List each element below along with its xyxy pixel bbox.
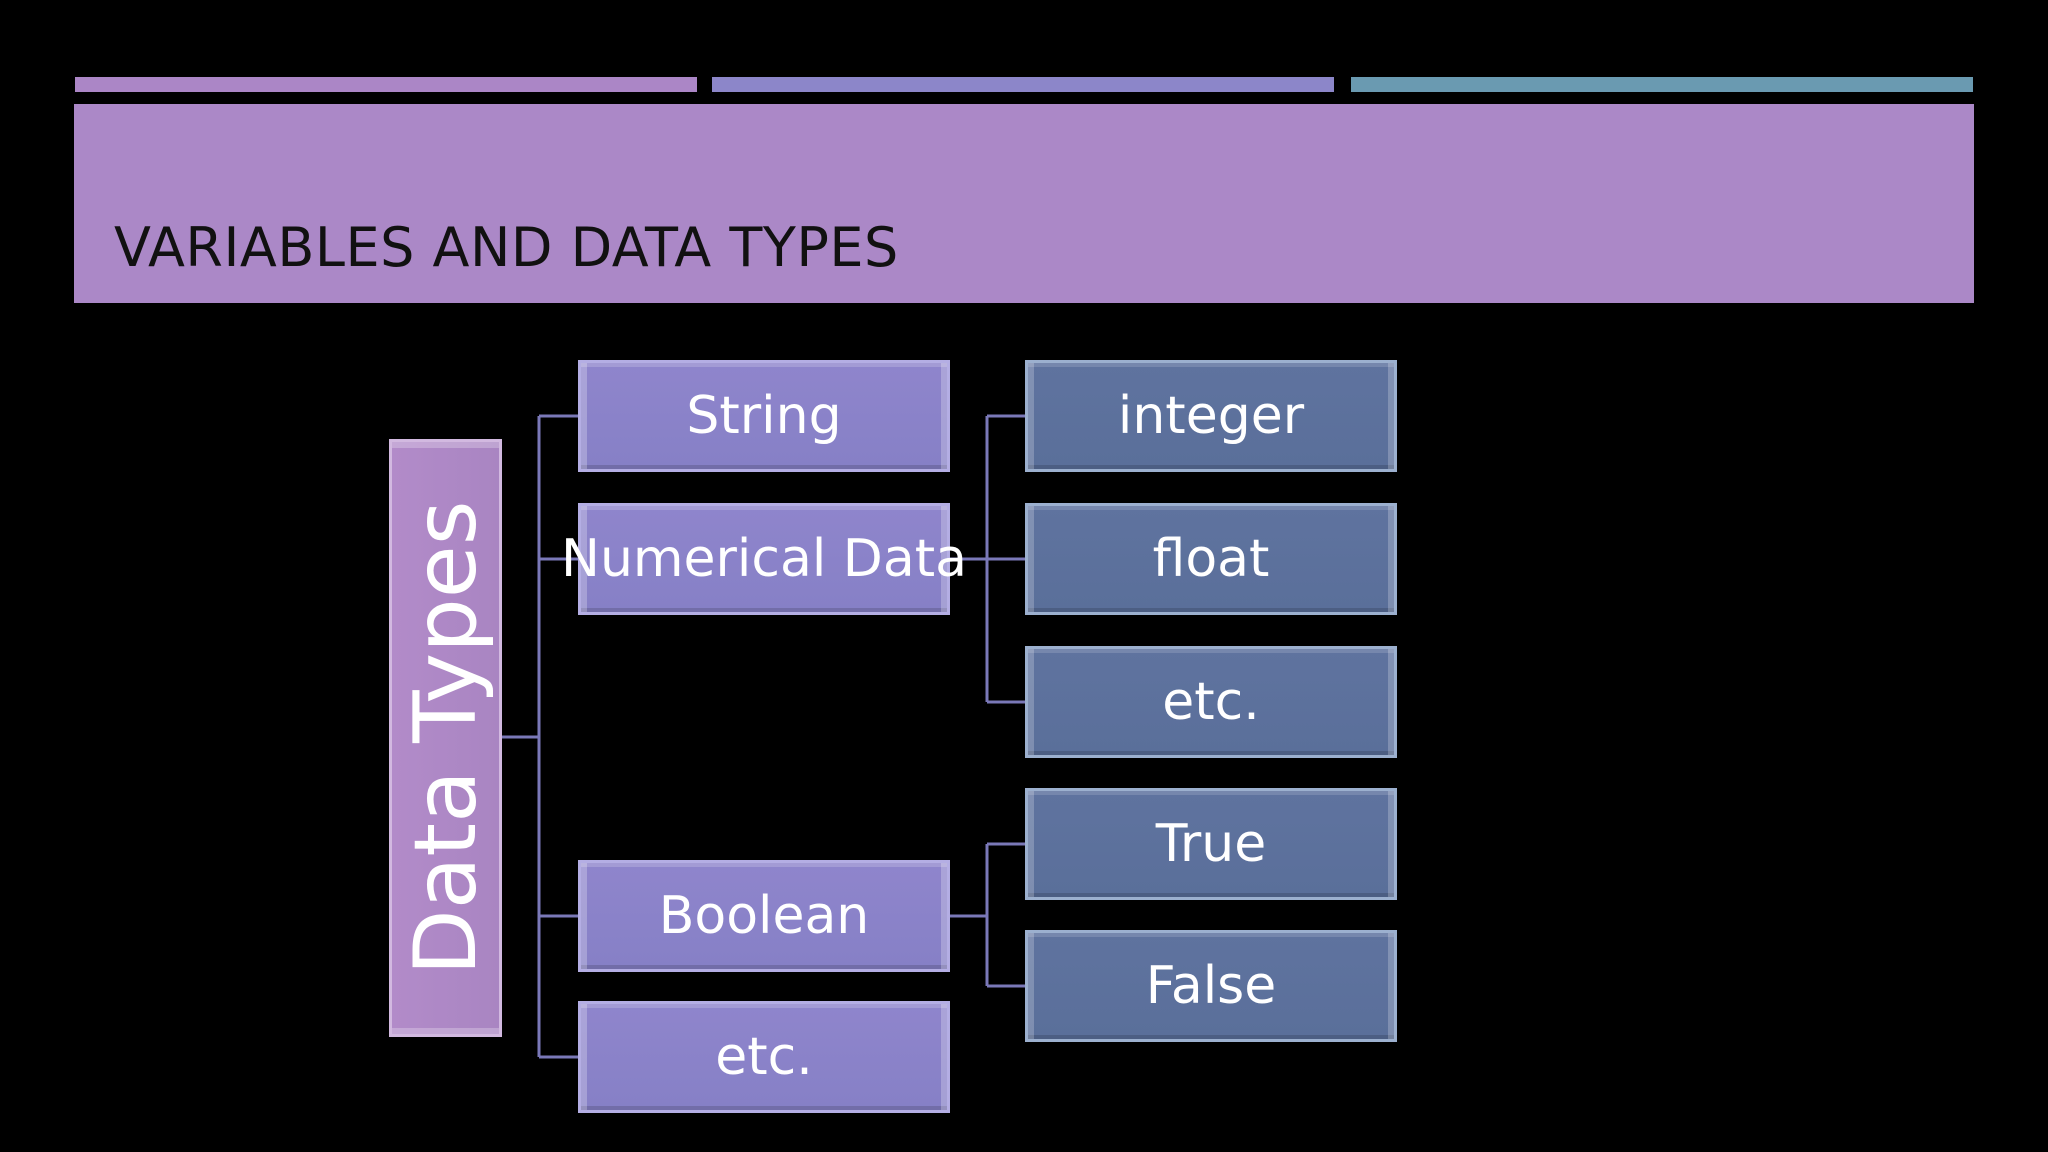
node-numerical-data: Numerical Data <box>561 503 967 615</box>
node-etc: etc. <box>578 1001 950 1113</box>
title-band: VARIABLES AND DATA TYPES <box>74 104 1974 303</box>
accent-bar-purple <box>75 77 697 92</box>
accent-bar-violet <box>712 77 1334 92</box>
node-float: float <box>1025 503 1397 615</box>
node-true: True <box>1025 788 1397 900</box>
slide-title: VARIABLES AND DATA TYPES <box>114 216 899 279</box>
node-integer: integer <box>1025 360 1397 472</box>
accent-bar-teal <box>1351 77 1973 92</box>
node-false: False <box>1025 930 1397 1042</box>
root-node-label: Data Types <box>395 500 496 976</box>
node-boolean: Boolean <box>578 860 950 972</box>
node-numeric-etc: etc. <box>1025 646 1397 758</box>
root-node-data-types: Data Types <box>389 439 502 1037</box>
node-string: String <box>578 360 950 472</box>
